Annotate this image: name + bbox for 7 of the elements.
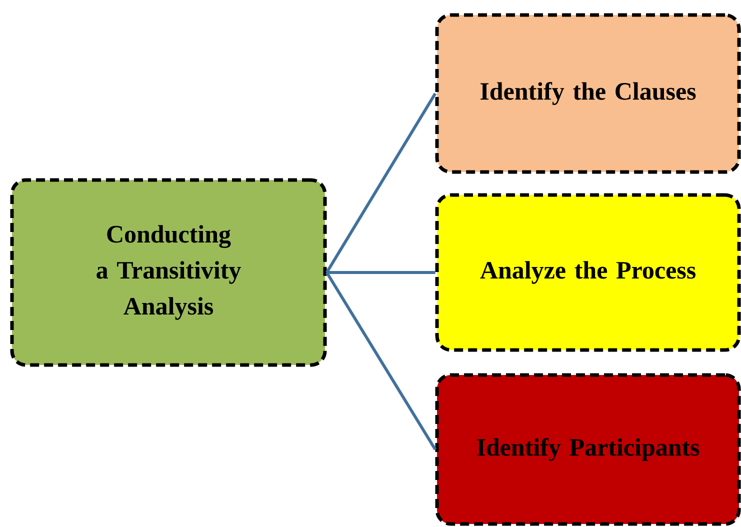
connector-line	[325, 272, 437, 450]
process-box: Conducting a Transitivity Analysis	[10, 178, 327, 367]
process-box: Analyze the Process	[435, 193, 741, 352]
connector-line	[325, 92, 437, 274]
connector-line	[326, 271, 436, 274]
process-box: Identify Participants	[435, 373, 741, 526]
process-box: Identify the Clauses	[435, 13, 741, 174]
